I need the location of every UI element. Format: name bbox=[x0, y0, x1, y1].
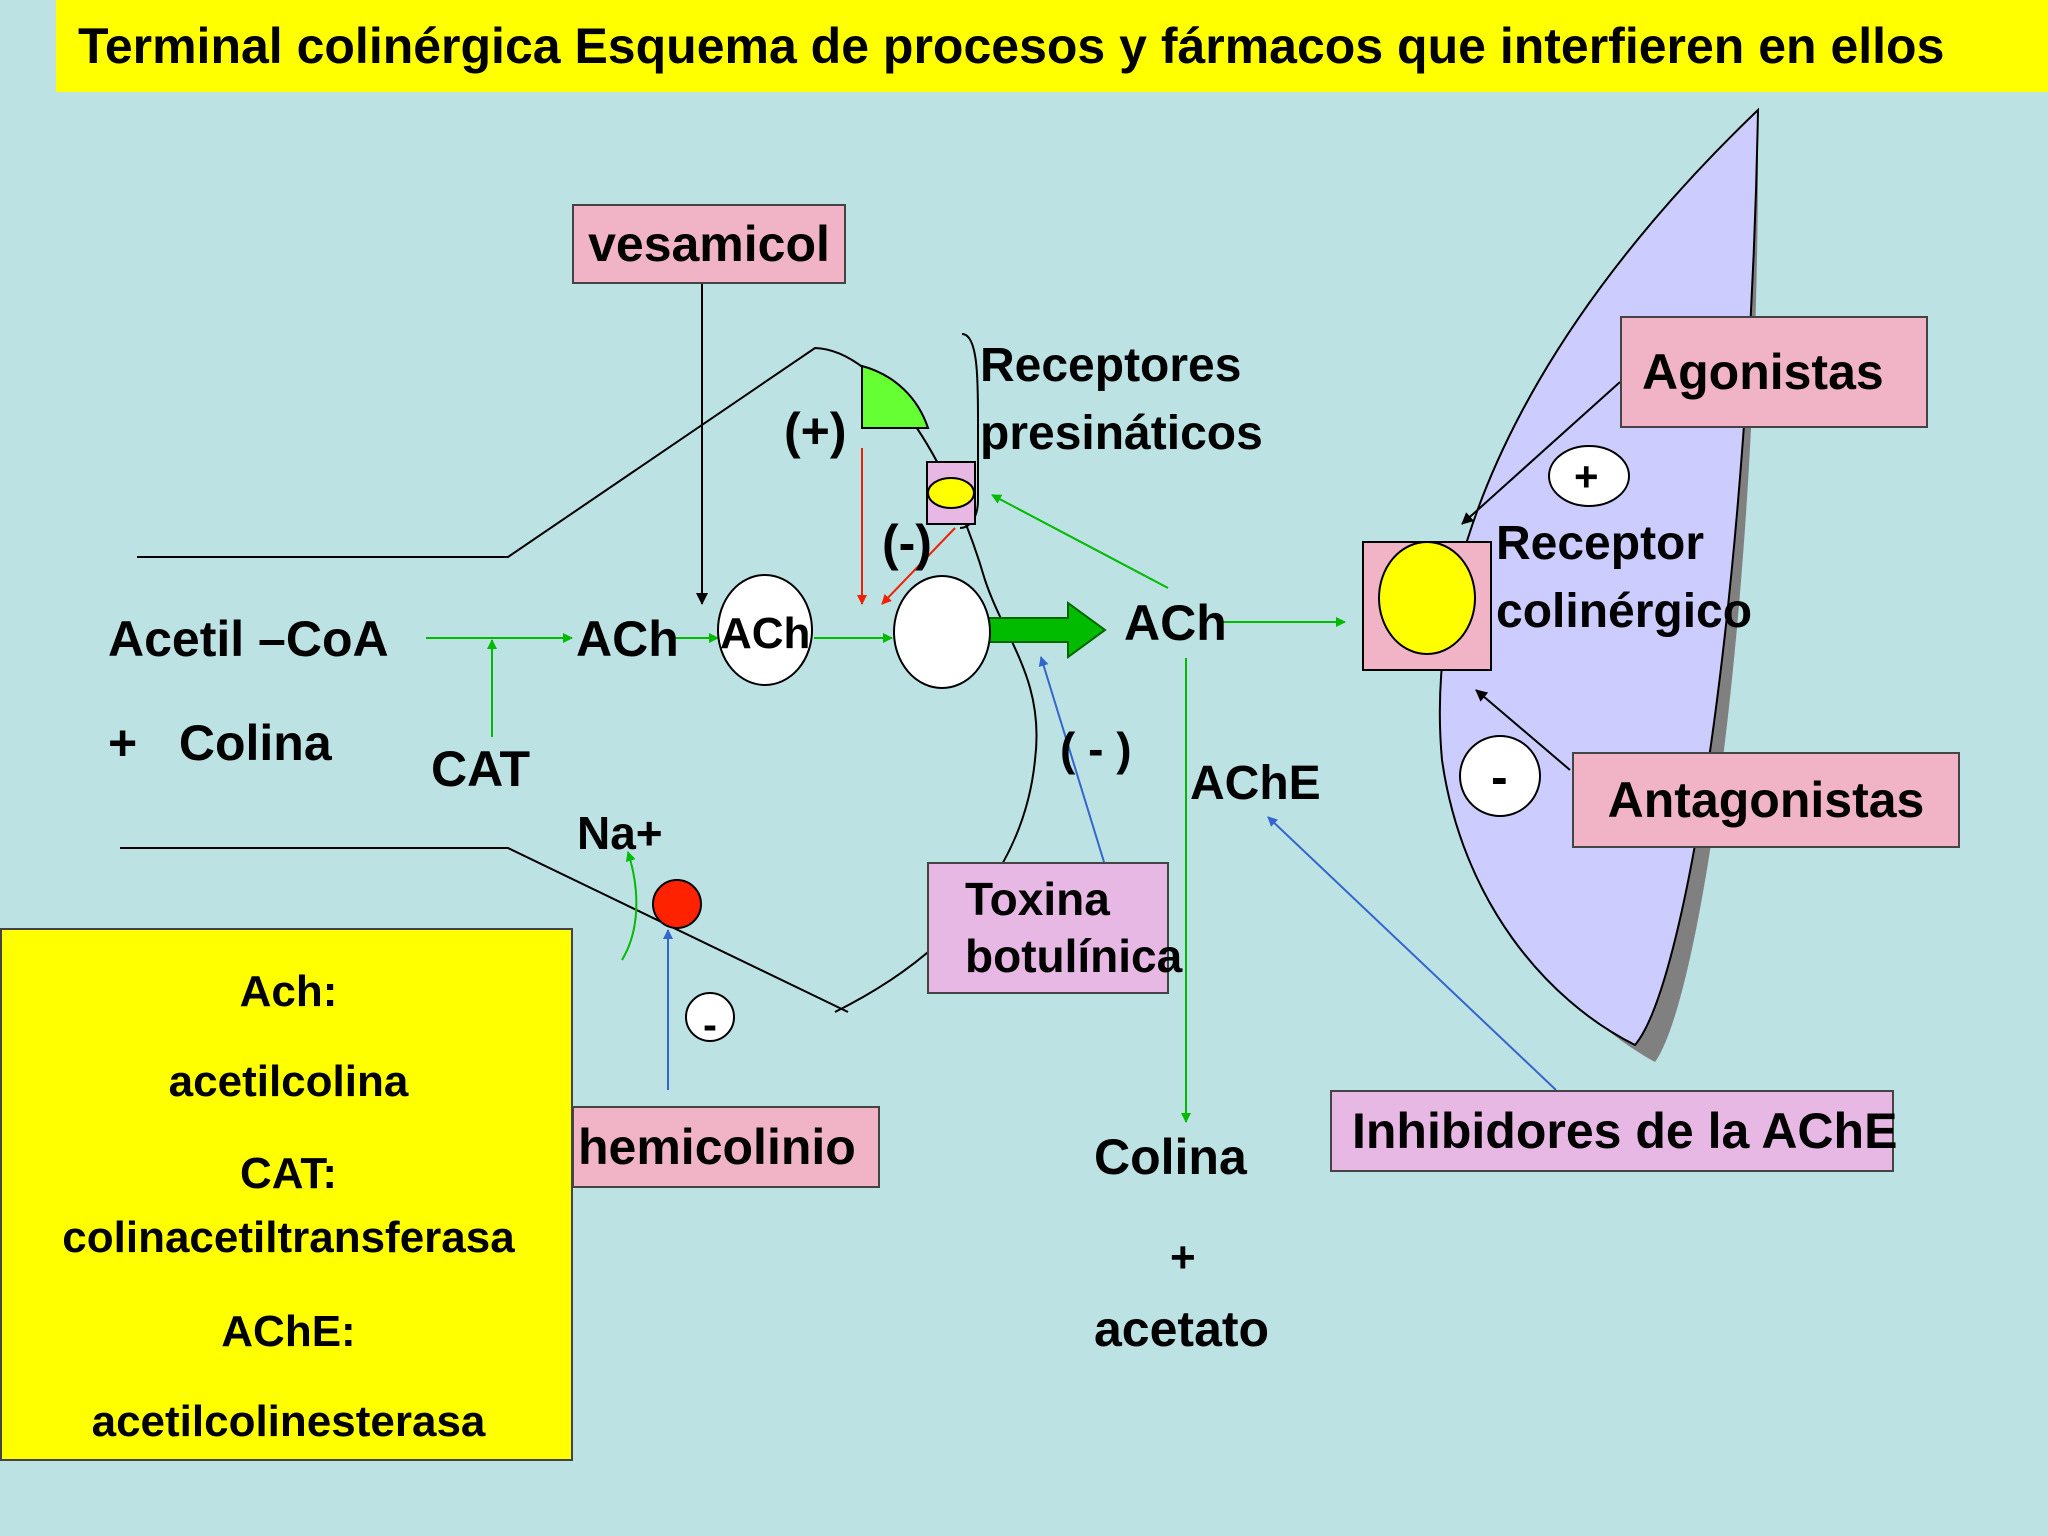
vesamicol-box: vesamicol bbox=[572, 204, 846, 284]
receptores-label-line1: Receptores bbox=[980, 339, 1242, 392]
ach-vesicle-label: ACh bbox=[720, 609, 811, 658]
legend-ache-def: acetilcolinesterasa bbox=[91, 1397, 486, 1446]
legend-box: Ach: acetilcolina CAT: colinacetiltransf… bbox=[0, 928, 573, 1461]
arrow-agonistas bbox=[1461, 381, 1621, 525]
receptor-label-line2: colinérgico bbox=[1496, 585, 1753, 638]
cat-label: CAT bbox=[431, 741, 531, 797]
plus-colina-label: + Colina bbox=[108, 715, 332, 771]
hemicolinio-box: hemicolinio bbox=[572, 1106, 880, 1188]
hemicolinio-label: hemicolinio bbox=[578, 1119, 856, 1175]
receptores-label-line2: presináticos bbox=[980, 407, 1263, 460]
arrow-ach-to-presynaptic-receptor bbox=[991, 494, 1169, 589]
inhibidores-label: Inhibidores de la AChE bbox=[1352, 1103, 1898, 1159]
presynaptic-membrane-top bbox=[137, 346, 1038, 1013]
minus-circle-antagonist-label: - bbox=[1491, 749, 1508, 805]
legend-ach-def: acetilcolina bbox=[168, 1057, 409, 1106]
legend-cat-def: colinacetiltransferasa bbox=[62, 1213, 515, 1262]
minus-circle-antagonist bbox=[1459, 735, 1541, 817]
minus-toxin-label: ( - ) bbox=[1060, 723, 1132, 775]
antagonistas-box: Antagonistas bbox=[1572, 752, 1960, 848]
legend-cat-term: CAT: bbox=[240, 1149, 337, 1198]
presynaptic-membrane-bottom bbox=[120, 847, 849, 1013]
ach-cleft-label: ACh bbox=[1124, 595, 1227, 651]
blue-arrow-toxina bbox=[1038, 656, 1105, 863]
presynaptic-receptor-core bbox=[927, 477, 975, 509]
page-title: Terminal colinérgica Esquema de procesos… bbox=[78, 18, 1945, 74]
antagonistas-label: Antagonistas bbox=[1607, 772, 1925, 828]
receptor-label-line1: Receptor bbox=[1496, 517, 1705, 570]
plus-circle-label: + bbox=[1574, 453, 1599, 500]
toxina-label-line1: Toxina bbox=[965, 872, 1110, 925]
cholinergic-receptor-core bbox=[1378, 541, 1476, 655]
toxina-label-line2: botulínica bbox=[965, 930, 1183, 982]
vesamicol-label: vesamicol bbox=[588, 216, 830, 272]
ach-free-label: ACh bbox=[576, 611, 679, 667]
choline-transporter bbox=[652, 879, 702, 929]
legend-ach-term: Ach: bbox=[239, 967, 338, 1016]
na-plus-label: Na+ bbox=[577, 807, 663, 859]
vesicle-ach bbox=[717, 574, 813, 686]
red-arrow-minus bbox=[881, 527, 956, 605]
minus-signal-label: (-) bbox=[882, 515, 932, 571]
plus-signal-label: (+) bbox=[784, 403, 847, 459]
agonistas-label: Agonistas bbox=[1642, 344, 1884, 400]
minus-circle-hemicolinio-label: - bbox=[703, 1001, 717, 1048]
presynaptic-receptor-flag bbox=[861, 364, 930, 429]
plus-circle-agonist bbox=[1548, 445, 1630, 507]
title-bar: Terminal colinérgica Esquema de procesos… bbox=[56, 0, 2048, 92]
colina-product-label: Colina bbox=[1094, 1129, 1247, 1185]
plus-product-label: + bbox=[1170, 1233, 1196, 1282]
vesicle-empty bbox=[893, 575, 991, 689]
agonistas-box: Agonistas bbox=[1620, 316, 1928, 428]
blue-arrow-inhibidores bbox=[1267, 816, 1557, 1091]
toxina-box: Toxina botulínica bbox=[927, 862, 1182, 994]
minus-circle-hemicolinio bbox=[685, 992, 735, 1042]
ache-label: AChE bbox=[1190, 757, 1321, 810]
arrow-na-transport bbox=[621, 851, 638, 961]
legend-ache-term: AChE: bbox=[221, 1307, 356, 1356]
inhibidores-box: Inhibidores de la AChE bbox=[1330, 1090, 1898, 1172]
arrow-antagonistas bbox=[1475, 689, 1571, 771]
acetato-label: acetato bbox=[1094, 1301, 1270, 1357]
acetil-coa-label: Acetil –CoA bbox=[108, 611, 389, 667]
